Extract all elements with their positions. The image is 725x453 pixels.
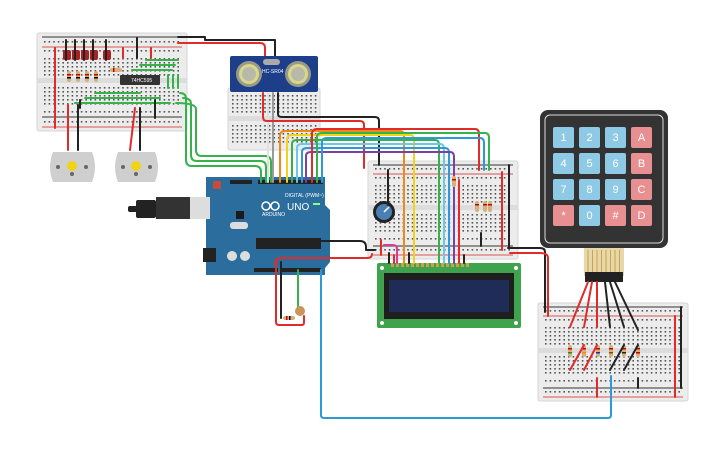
- photoresistor[interactable]: [295, 306, 305, 316]
- brand-label: ARDUINO: [262, 212, 285, 218]
- lcd-display[interactable]: [377, 263, 521, 328]
- keypad-key-8[interactable]: 8: [579, 179, 600, 200]
- resistor: [94, 71, 98, 82]
- keypad-key-4[interactable]: 4: [553, 153, 574, 174]
- dc-motor-1[interactable]: [50, 152, 95, 182]
- reset-button[interactable]: [213, 181, 221, 189]
- led-group: [63, 50, 111, 60]
- keypad-key-6[interactable]: 6: [605, 153, 626, 174]
- keypad-key-label: B: [638, 158, 645, 170]
- resistor: [85, 71, 89, 82]
- keypad-key-A[interactable]: A: [631, 127, 652, 148]
- keypad-key-label: 4: [560, 158, 566, 170]
- resistors-bb3: [452, 176, 492, 212]
- keypad-key-label: 5: [586, 158, 592, 170]
- keypad-key-7[interactable]: 7: [553, 179, 574, 200]
- keypad-key-label: #: [612, 210, 619, 222]
- keypad-key-label: 8: [586, 184, 592, 196]
- resistor-ldr: [283, 316, 295, 320]
- wires-bb1: [54, 36, 276, 151]
- keypad-key-label: A: [638, 132, 646, 144]
- digital-header: [258, 180, 323, 184]
- keypad-key-D[interactable]: D: [631, 205, 652, 226]
- keypad-key-0[interactable]: 0: [579, 205, 600, 226]
- breadboard-top-left[interactable]: [36, 32, 188, 132]
- resistors-bb1: [67, 68, 122, 82]
- resistor: [67, 71, 71, 82]
- ultrasonic-sensor[interactable]: HC-SR04: [230, 56, 318, 92]
- header-label: DIGITAL (PWM~): [285, 193, 324, 199]
- breadboard-holes: [232, 95, 317, 143]
- keypad-key-#[interactable]: #: [605, 205, 626, 226]
- keypad-key-*[interactable]: *: [553, 205, 574, 226]
- dc-motor-2[interactable]: [115, 152, 158, 182]
- sensor-label: HC-SR04: [262, 69, 284, 75]
- keypad-key-label: 0: [586, 210, 592, 222]
- usb-cable[interactable]: [128, 197, 210, 219]
- keypad-key-label: 1: [560, 132, 566, 144]
- microcontroller-chip: [256, 238, 321, 249]
- shift-register-chip[interactable]: 74HC595: [120, 75, 160, 85]
- keypad-ribbon: [584, 248, 624, 276]
- lcd-pins: [391, 263, 469, 267]
- potentiometer[interactable]: [373, 201, 395, 223]
- keypad-key-C[interactable]: C: [631, 179, 652, 200]
- board-label: UNO: [287, 202, 309, 213]
- resistor: [76, 71, 80, 82]
- wires: [175, 92, 682, 419]
- motor-shaft-icon: [67, 161, 77, 171]
- keypad-key-label: *: [561, 210, 566, 222]
- keypad-key-label: 9: [612, 184, 618, 196]
- arduino-uno[interactable]: DIGITAL (PWM~) UNO ARDUINO: [203, 177, 330, 275]
- resistor: [609, 345, 613, 357]
- keypad-key-3[interactable]: 3: [605, 127, 626, 148]
- resistor: [568, 345, 572, 357]
- breadboard-holes: [545, 310, 680, 393]
- keypad-key-9[interactable]: 9: [605, 179, 626, 200]
- keypad-key-2[interactable]: 2: [579, 127, 600, 148]
- keypad-key-5[interactable]: 5: [579, 153, 600, 174]
- keypad-key-label: 2: [586, 132, 592, 144]
- keypad-key-1[interactable]: 1: [553, 127, 574, 148]
- keypad[interactable]: 1 2 3 A 4 5 6 B 7 8 9 C * 0 # D: [540, 110, 668, 276]
- chip-label: 74HC595: [131, 78, 152, 84]
- keypad-connector: [585, 272, 623, 282]
- motor-shaft-icon: [131, 161, 141, 171]
- keypad-key-label: 7: [560, 184, 566, 196]
- keypad-key-label: C: [638, 184, 646, 196]
- keypad-key-label: 6: [612, 158, 618, 170]
- lcd-screen: [389, 280, 509, 312]
- arduino-logo-icon: [261, 201, 280, 211]
- keypad-key-B[interactable]: B: [631, 153, 652, 174]
- keypad-key-label: D: [638, 210, 646, 222]
- keypad-key-label: 3: [612, 132, 618, 144]
